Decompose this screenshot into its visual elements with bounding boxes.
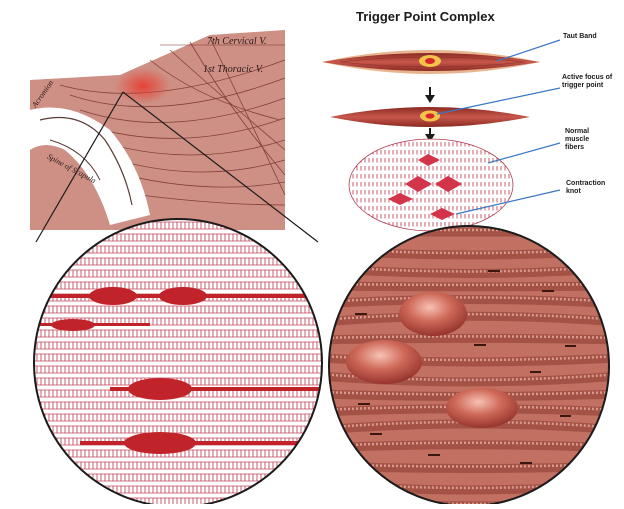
taut-band (322, 50, 540, 74)
label-active-focus-line2: trigger point (562, 82, 624, 90)
label-cervical: 7th Cervical V. (207, 36, 267, 47)
label-taut-band-text: Taut Band (563, 33, 597, 40)
contraction-knot-circle (320, 220, 620, 504)
active-focus-band (330, 107, 530, 127)
label-active-focus-line1: Active focus of (562, 74, 624, 82)
label-contraction-knot-line2: knot (566, 188, 605, 196)
label-normal-fibers-line2: muscle (565, 136, 589, 144)
label-active-focus: Active focus of trigger point (562, 74, 624, 90)
label-contraction-knot: Contraction knot (566, 180, 605, 196)
trigger-area-highlight (115, 68, 171, 104)
figure-title: Trigger Point Complex (356, 9, 495, 24)
anatomy-illustration (30, 30, 285, 230)
label-normal-fibers-line1: Normal (565, 128, 589, 136)
label-normal-fibers-line3: fibers (565, 144, 589, 152)
fiber-cross-section (340, 135, 530, 235)
label-taut-band: Taut Band (563, 33, 597, 41)
label-normal-fibers: Normal muscle fibers (565, 128, 589, 152)
label-contraction-knot-line1: Contraction (566, 180, 605, 188)
label-thoracic: 1st Thoracic V. (203, 64, 263, 75)
